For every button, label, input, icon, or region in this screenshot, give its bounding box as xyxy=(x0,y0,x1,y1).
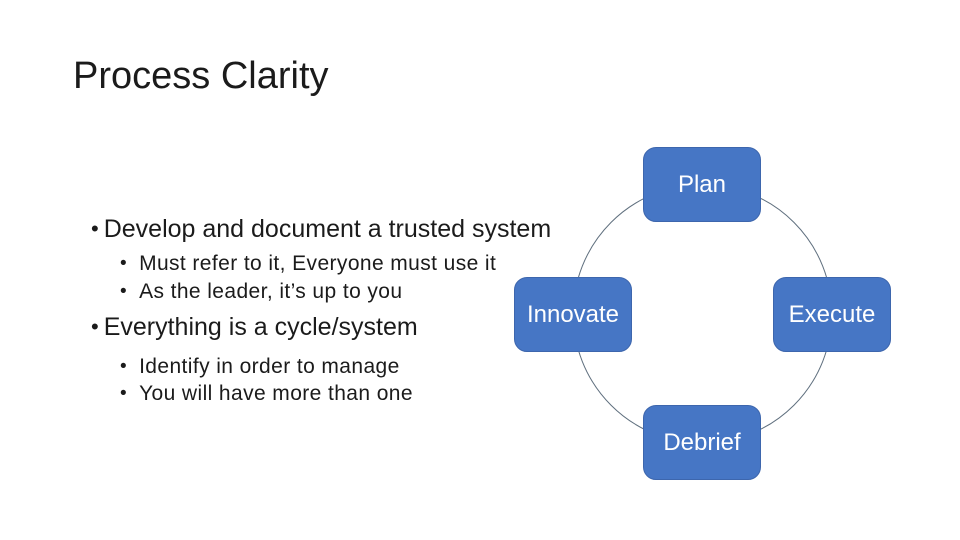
bullet-item-more-than-one: • You will have more than one xyxy=(120,382,413,405)
bullet-item-as-leader: • As the leader, it’s up to you xyxy=(120,280,403,303)
bullet-item-must-refer: • Must refer to it, Everyone must use it xyxy=(120,252,497,275)
bullet-text: Develop and document a trusted system xyxy=(103,215,552,243)
node-execute: Execute xyxy=(773,277,891,352)
node-label: Debrief xyxy=(663,428,741,456)
bullet-glyph: • xyxy=(120,281,128,302)
node-label: Plan xyxy=(677,170,727,198)
bullet-item-develop: •Develop and document a trusted system xyxy=(91,216,551,242)
bullet-glyph: • xyxy=(91,314,99,339)
node-label: Execute xyxy=(788,300,876,328)
bullet-text: Must refer to it, Everyone must use it xyxy=(139,252,497,275)
bullet-glyph: • xyxy=(120,383,128,404)
node-label: Innovate xyxy=(526,300,620,328)
bullet-text: Everything is a cycle/system xyxy=(103,313,418,341)
bullet-text: Identify in order to manage xyxy=(139,355,400,378)
bullet-item-everything-cycle: •Everything is a cycle/system xyxy=(91,314,418,340)
bullet-text: You will have more than one xyxy=(139,382,413,405)
node-plan: Plan xyxy=(643,147,761,222)
node-debrief: Debrief xyxy=(643,405,761,480)
bullet-item-identify: • Identify in order to manage xyxy=(120,355,400,378)
node-innovate: Innovate xyxy=(514,277,632,352)
bullet-glyph: • xyxy=(120,356,128,377)
bullet-text: As the leader, it’s up to you xyxy=(139,280,403,303)
slide-title: Process Clarity xyxy=(73,55,329,97)
bullet-glyph: • xyxy=(120,253,128,274)
bullet-glyph: • xyxy=(91,216,99,241)
